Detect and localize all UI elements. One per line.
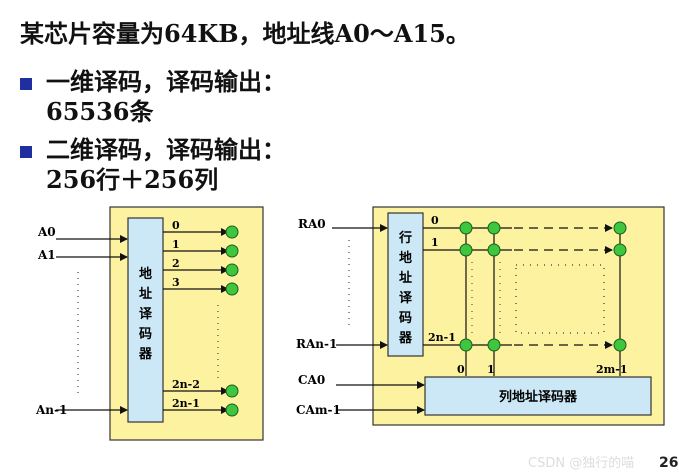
row-decoder-char: 译 <box>399 291 413 306</box>
output-label: 1 <box>172 238 180 251</box>
storage-node <box>225 384 239 398</box>
label-ra0: RA0 <box>298 217 326 231</box>
storage-node <box>613 338 627 352</box>
row-decoder-char: 地 <box>399 250 412 266</box>
row-output-label-last: 2n-1 <box>428 331 456 344</box>
bullet-1-detail: 65536条 <box>46 97 154 126</box>
decoder-char: 译 <box>139 307 153 322</box>
storage-node <box>613 243 627 257</box>
row-decoder-char: 行 <box>398 230 412 246</box>
decoder-char: 址 <box>139 286 152 302</box>
storage-node <box>225 403 239 417</box>
storage-node <box>613 221 627 235</box>
row-output-label: 1 <box>431 236 439 249</box>
label-a0: A0 <box>37 225 56 239</box>
label-cam1: CAm-1 <box>296 403 341 417</box>
row-decoder-char: 码 <box>399 311 412 326</box>
storage-node <box>487 338 501 352</box>
decoder-char: 器 <box>138 347 153 362</box>
bullet-1-text: 一维译码，译码输出： <box>46 67 286 96</box>
row-output-label: 0 <box>431 214 439 227</box>
label-a1: A1 <box>37 248 56 262</box>
storage-node <box>459 338 473 352</box>
column-output-label: 1 <box>487 363 495 376</box>
watermark: CSDN @独行的喵 <box>528 456 635 471</box>
bullet-square-icon <box>20 145 32 158</box>
output-label: 0 <box>172 219 180 232</box>
bullet-2: 二维译码，译码输出： <box>20 130 286 165</box>
row-decoder-char: 器 <box>398 331 413 346</box>
storage-node <box>487 221 501 235</box>
address-decoder-box <box>127 217 164 423</box>
storage-node <box>459 243 473 257</box>
storage-node <box>225 263 239 277</box>
storage-node <box>487 243 501 257</box>
intro-text: 某芯片容量为64KB，地址线A0～A15。 <box>20 19 470 48</box>
column-decoder-label: 列地址译码器 <box>499 389 578 405</box>
one-dimensional-decoder-diagram: 地 址 译 码 器 A0 A1 An-1 0 1 2 3 2n-2 2n-1 <box>35 206 264 441</box>
row-decoder-char: 址 <box>399 270 412 286</box>
decoder-char: 码 <box>139 327 152 342</box>
column-decoder-box <box>424 376 652 416</box>
bullet-2-text: 二维译码，译码输出： <box>46 135 286 164</box>
row-decoder-box <box>387 212 424 357</box>
label-ca0: CA0 <box>298 373 325 387</box>
output-label-2n2: 2n-2 <box>172 378 200 391</box>
page-number: 26 <box>659 455 679 471</box>
output-label-2n1: 2n-1 <box>172 397 200 410</box>
storage-node <box>225 225 239 239</box>
storage-node <box>225 244 239 258</box>
label-ran1: RAn-1 <box>296 337 337 351</box>
label-an1: An-1 <box>35 403 67 417</box>
bullet-1: 一维译码，译码输出： <box>20 62 286 97</box>
decoder-char: 地 <box>139 266 152 282</box>
storage-node <box>459 221 473 235</box>
output-label: 3 <box>172 276 180 289</box>
storage-node <box>225 282 239 296</box>
column-output-label: 0 <box>457 363 465 376</box>
output-label: 2 <box>172 257 180 270</box>
bullet-2-detail: 256行＋256列 <box>46 165 219 194</box>
column-output-label-last: 2m-1 <box>596 363 628 376</box>
bullet-square-icon <box>20 77 32 90</box>
two-dimensional-decoder-diagram: 行 地 址 译 码 器 列地址译码器 RA0 RAn-1 CA0 CAm-1 0… <box>296 206 665 426</box>
